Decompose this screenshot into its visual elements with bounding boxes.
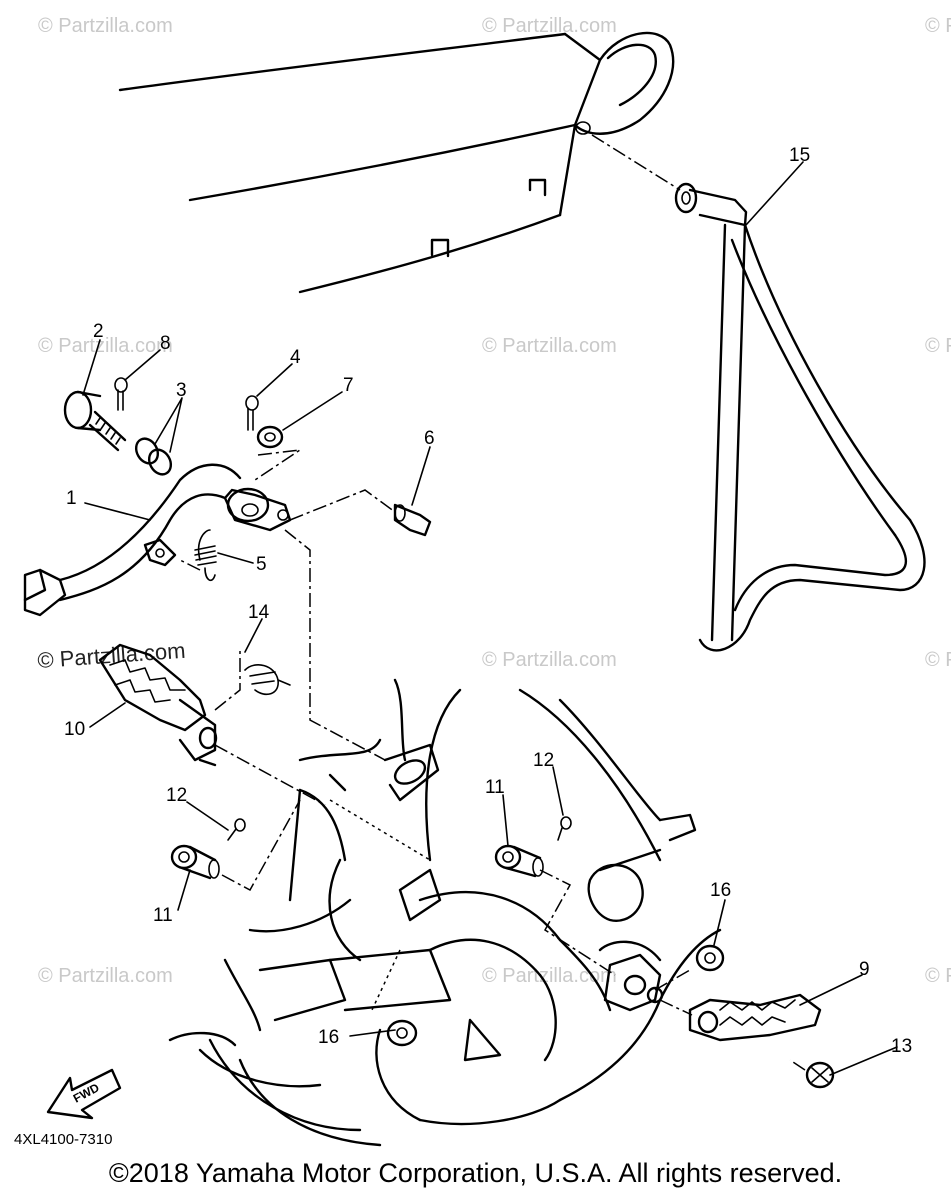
part-9-footpeg-right: [603, 953, 822, 1042]
watermark-layer: © Partzilla.com © Partzilla.com © Partzi…: [37, 15, 951, 987]
callout-11-right: 11: [485, 777, 505, 798]
watermark-text: © Partzilla.com: [482, 15, 617, 37]
copyright-notice: ©2018 Yamaha Motor Corporation, U.S.A. A…: [108, 1158, 843, 1188]
part-2-pivot-bolt: [63, 390, 127, 452]
callout-2: 2: [93, 321, 104, 342]
callout-labels: 2 8 3 4 7 6 1 5 14 10 12 11 11 12 15 16 …: [64, 145, 912, 1057]
part-14-spring: [244, 664, 291, 696]
callout-12-right: 12: [533, 750, 554, 771]
callout-9: 9: [859, 959, 870, 980]
assembly-lines: [179, 134, 806, 1071]
frame-outline: [118, 31, 722, 1147]
callout-12-left: 12: [166, 785, 187, 806]
callout-3: 3: [176, 380, 187, 401]
part-13-clip: [805, 1061, 835, 1089]
callout-4: 4: [290, 347, 301, 368]
watermark-text: © Partzilla.com: [38, 335, 173, 357]
watermark-text: © Partzilla.com: [925, 335, 951, 357]
callout-10: 10: [64, 719, 85, 740]
watermark-text: © Partzilla.com: [482, 965, 617, 987]
part-12-cotter-pin-left: [227, 818, 246, 841]
part-16-washer-right: [695, 944, 725, 972]
part-10-footpeg-left: [98, 643, 218, 767]
callout-1: 1: [66, 488, 77, 509]
callout-7: 7: [343, 375, 354, 396]
drawing-code: 4XL4100-7310: [14, 1131, 112, 1148]
callout-16-left: 16: [318, 1027, 339, 1048]
part-1-brake-pedal: [23, 463, 292, 617]
callout-13: 13: [891, 1036, 912, 1057]
part-11-bolt-right: [494, 844, 544, 878]
fwd-arrow-icon: FWD: [46, 1068, 122, 1120]
part-8-cotter-pin: [114, 377, 128, 411]
leader-lines: [82, 161, 898, 1076]
part-11-bolt-left: [170, 844, 220, 880]
callout-11-left: 11: [153, 905, 173, 926]
part-5-return-spring: [194, 529, 217, 582]
watermark-text: © Partzilla.com: [925, 15, 951, 37]
watermark-text: © Partzilla.com: [925, 649, 951, 671]
watermark-text: © Partzilla.com: [925, 965, 951, 987]
watermark-text: © Partzilla.com: [482, 335, 617, 357]
part-7-washer: [256, 425, 284, 449]
watermark-text: © Partzilla.com: [38, 965, 173, 987]
part-15-stand: [674, 182, 926, 652]
part-6-clevis-pin: [393, 503, 432, 537]
callout-5: 5: [256, 554, 267, 575]
part-4-cotter-pin: [245, 395, 259, 431]
callout-16-right: 16: [710, 880, 731, 901]
part-3-o-rings: [134, 437, 173, 476]
callout-6: 6: [424, 428, 435, 449]
callout-14: 14: [248, 602, 270, 623]
watermark-text: © Partzilla.com: [38, 15, 173, 37]
callout-15: 15: [789, 145, 810, 166]
watermark-text: © Partzilla.com: [482, 649, 617, 671]
part-12-cotter-pin-right: [557, 816, 572, 841]
callout-8: 8: [160, 333, 171, 354]
part-16-washer-left: [386, 1019, 418, 1047]
